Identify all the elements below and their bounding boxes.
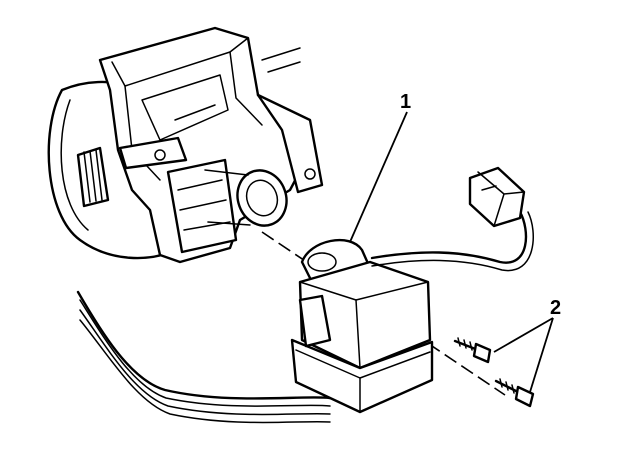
bolt-upper [453,337,492,364]
callout-2-leader-lower [529,317,554,393]
callout-1-leader [349,111,408,243]
mounting-bolts [453,337,535,408]
ignition-switch [290,238,434,414]
steering-column-housing [47,26,324,264]
switch-connector [370,166,534,272]
callout-2-label: 2 [550,297,561,319]
callout-2-leader-upper [493,317,554,353]
wiring-harness [76,290,332,424]
bolt-lower [494,378,535,408]
callout-1-label: 1 [400,91,411,113]
